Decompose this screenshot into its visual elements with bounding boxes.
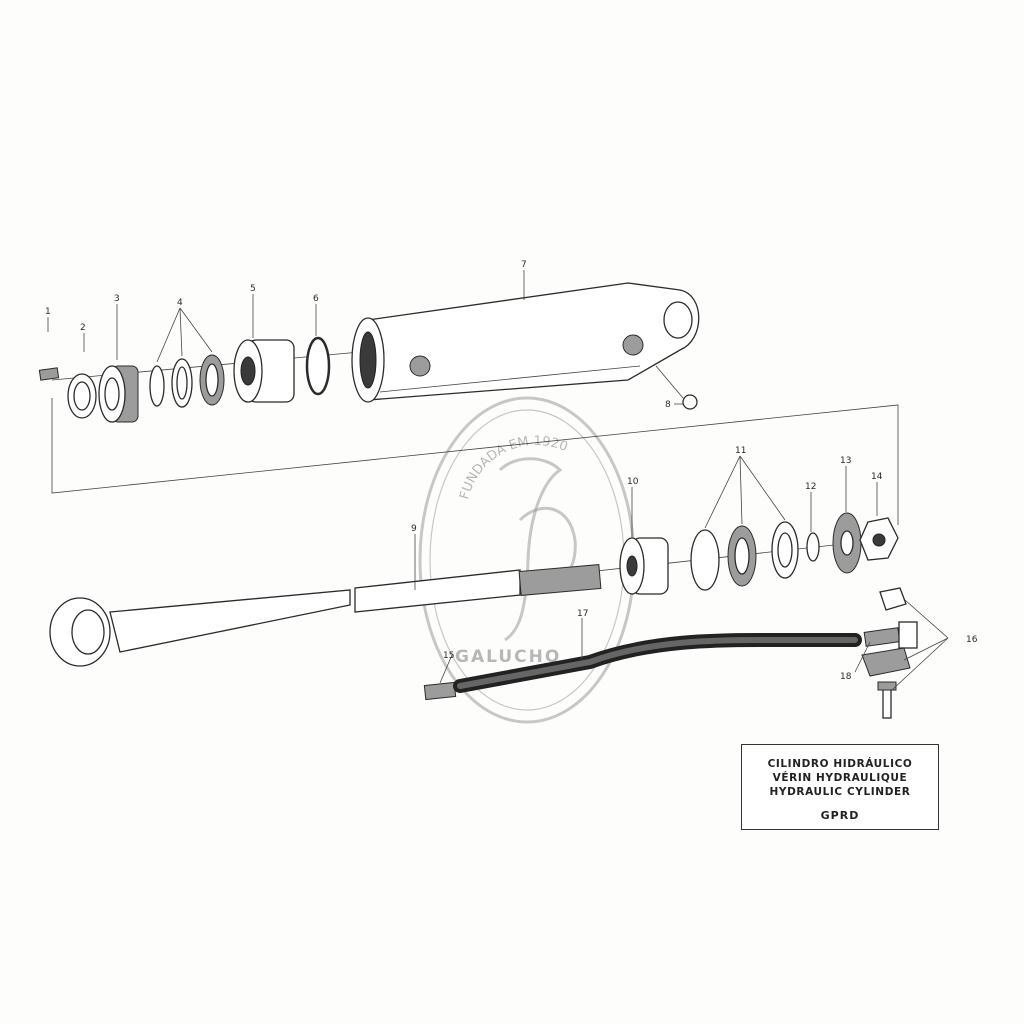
watermark-arc-text: FUNDADA EM 1920 (457, 434, 569, 501)
callout-6: 6 (313, 294, 319, 304)
part-3-gland-nut (98, 365, 139, 423)
callout-9: 9 (411, 524, 417, 534)
part-11-piston-seals (690, 521, 799, 591)
part-4-seals (149, 354, 225, 408)
callout-14: 14 (871, 472, 883, 482)
part-13-washer (832, 512, 862, 574)
callout-4: 4 (177, 298, 183, 308)
callout-5: 5 (250, 284, 256, 294)
callout-11: 11 (735, 446, 746, 456)
title-portuguese: CILINDRO HIDRÁULICO (767, 758, 913, 770)
part-15-fitting (423, 681, 457, 701)
part-5-gland (233, 339, 295, 403)
callout-17: 17 (577, 609, 588, 619)
leader-lines (47, 270, 949, 691)
part-9-piston-rod (49, 564, 602, 667)
watermark-bird-icon (498, 457, 563, 642)
watermark-brand: GALUCHO (455, 647, 561, 667)
part-10-piston (619, 537, 669, 595)
part-1-grub-screw (38, 367, 60, 381)
callout-18: 18 (840, 672, 852, 682)
part-14-nut (859, 517, 899, 561)
part-18-adapter (863, 621, 918, 649)
callout-10: 10 (627, 477, 639, 487)
part-6-o-ring (305, 336, 331, 396)
part-7-cylinder-barrel (351, 282, 700, 403)
callout-15: 15 (443, 651, 454, 661)
model-code: GPRD (820, 809, 860, 822)
title-block: CILINDRO HIDRÁULICO VÉRIN HYDRAULIQUE HY… (741, 744, 939, 830)
part-17-hose (453, 633, 862, 693)
assembly-bracket-line (51, 398, 899, 525)
callout-3: 3 (114, 294, 120, 304)
callout-2: 2 (80, 323, 86, 333)
callout-8: 8 (665, 400, 671, 410)
callout-13: 13 (840, 456, 851, 466)
part-2-ring (67, 373, 97, 419)
title-english: HYDRAULIC CYLINDER (769, 786, 911, 798)
part-16-clamp-set (861, 587, 911, 719)
callout-16: 16 (966, 635, 978, 645)
callout-labels: 1 2 3 4 5 6 7 8 9 10 11 12 13 14 15 16 1… (45, 260, 978, 682)
callout-1: 1 (45, 307, 51, 317)
callout-7: 7 (521, 260, 527, 270)
part-8-plug (682, 394, 698, 410)
part-12-circlip (806, 532, 820, 562)
title-french: VÉRIN HYDRAULIQUE (772, 772, 908, 784)
callout-12: 12 (805, 482, 816, 492)
centerline-lower (559, 539, 881, 576)
